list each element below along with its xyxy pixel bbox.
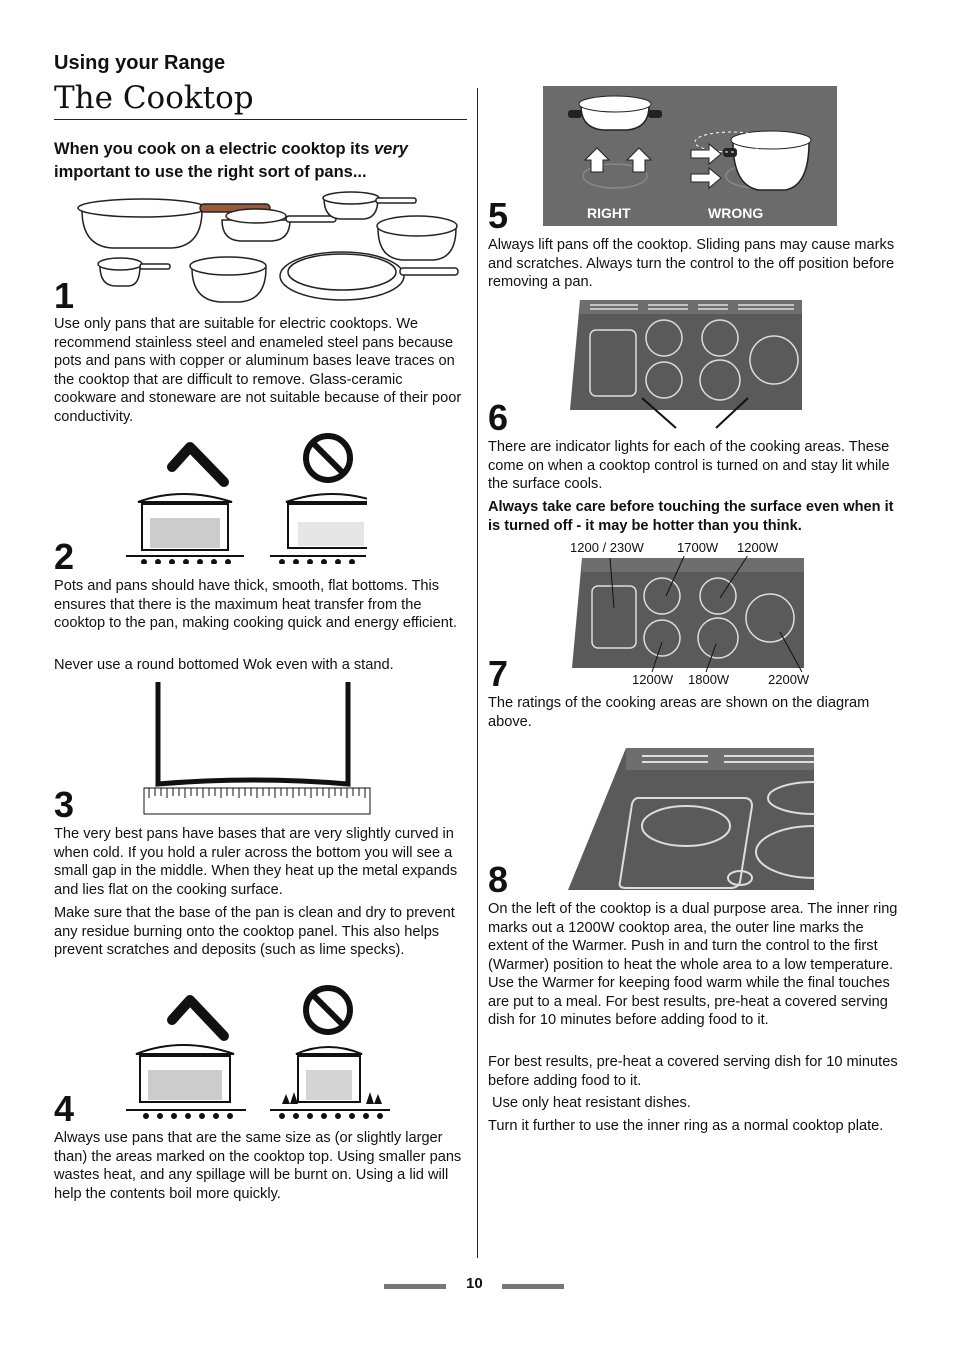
lead-prefix: When you cook on a electric cooktop its	[54, 140, 374, 158]
ratings-diagram	[572, 556, 804, 672]
dual-area-diagram	[568, 748, 815, 890]
step-3-text-1: The very best pans have bases that are v…	[54, 826, 458, 898]
checkmark-icon	[167, 995, 229, 1041]
prohibited-icon	[303, 433, 353, 483]
wrong-label: WRONG	[708, 205, 764, 221]
title-divider	[54, 119, 467, 120]
step-8-text-3: Use only heat resistant dishes.	[488, 1095, 691, 1111]
pan-size-illustration	[126, 985, 390, 1119]
rating-label-1: 1200 / 230W	[570, 540, 644, 555]
rating-label-4: 1200W	[632, 672, 674, 687]
lead-text: When you cook on a electric cooktop its …	[54, 138, 454, 184]
section-label: Using your Range	[54, 52, 226, 74]
rating-label-6: 2200W	[768, 672, 810, 687]
step-number-6: 6	[488, 397, 509, 438]
rating-label-5: 1800W	[688, 672, 730, 687]
pans-illustration	[77, 191, 459, 303]
footer-bar-left	[384, 1284, 446, 1289]
step-8-text-2: For best results, pre-heat a covered ser…	[488, 1054, 898, 1089]
step-6-text: There are indicator lights for each of t…	[488, 439, 890, 492]
rating-label-2: 1700W	[677, 540, 719, 555]
curved-base-illustration	[143, 682, 371, 815]
step-4-text: Always use pans that are the same size a…	[54, 1130, 462, 1202]
lead-suffix: important to use the right sort of pans.…	[54, 163, 367, 181]
step-7-text: The ratings of the cooking areas are sho…	[488, 695, 870, 730]
step-number-1: 1	[54, 275, 75, 316]
step-number-3: 3	[54, 784, 75, 825]
rating-label-3: 1200W	[737, 540, 779, 555]
step-2-text-2: Never use a round bottomed Wok even with…	[54, 657, 394, 673]
step-5-text: Always lift pans off the cooktop. Slidin…	[488, 237, 895, 290]
step-number-4: 4	[54, 1088, 75, 1129]
page-title: The Cooktop	[54, 80, 254, 116]
step-1-text: Use only pans that are suitable for elec…	[54, 316, 462, 425]
step-number-5: 5	[488, 195, 509, 236]
step-3-text-2: Make sure that the base of the pan is cl…	[54, 905, 455, 958]
page-number: 10	[466, 1275, 483, 1292]
step-number-8: 8	[488, 859, 509, 900]
column-divider	[477, 88, 478, 1258]
step-number-7: 7	[488, 653, 509, 694]
step-8-text-1: On the left of the cooktop is a dual pur…	[488, 901, 898, 1028]
indicator-lights-diagram	[570, 300, 802, 429]
lift-pan-panel: RIGHT WRONG	[543, 86, 837, 226]
right-label: RIGHT	[587, 205, 631, 221]
step-6-warning: Always take care before touching the sur…	[488, 499, 894, 534]
footer-bar-right	[502, 1284, 564, 1289]
flat-bottom-illustration	[126, 433, 367, 564]
prohibited-icon	[303, 985, 353, 1035]
step-8-text-4: Turn it further to use the inner ring as…	[488, 1118, 884, 1134]
step-2-text-1: Pots and pans should have thick, smooth,…	[54, 578, 457, 631]
step-number-2: 2	[54, 536, 75, 577]
lead-emphasis: very	[373, 140, 408, 158]
checkmark-icon	[167, 442, 229, 487]
